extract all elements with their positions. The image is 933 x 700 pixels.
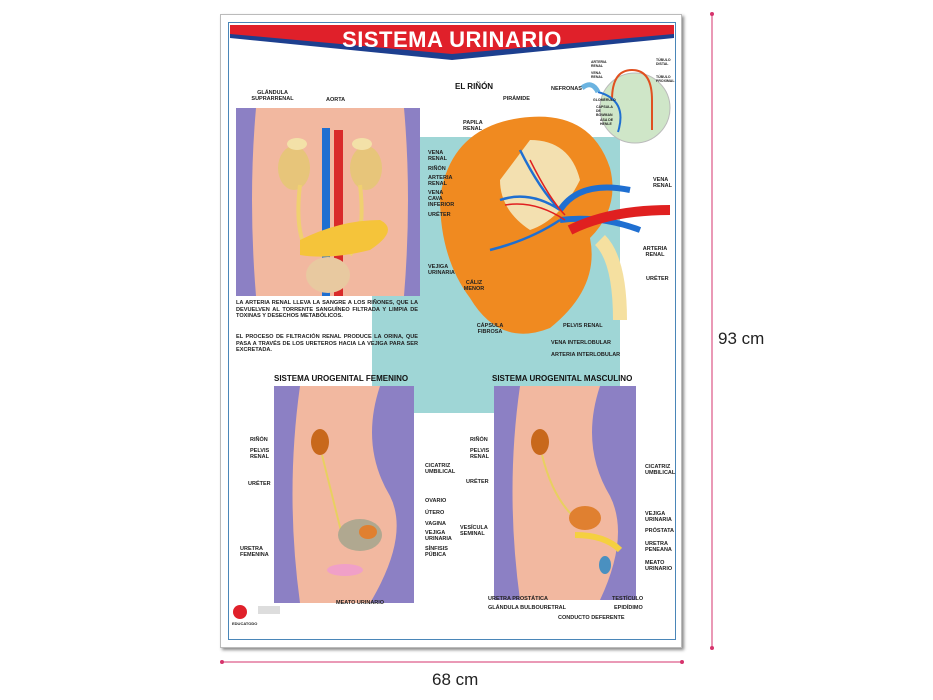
label-ureter: URÉTER <box>428 212 451 218</box>
poster-border <box>228 22 676 640</box>
male-bladder <box>569 506 601 530</box>
label-rinon: RIÑÓN <box>428 166 446 172</box>
label-glandula: GLÁNDULA SUPRARRENAL <box>251 90 294 102</box>
male-epididimo: EPIDÍDIMO <box>614 605 643 611</box>
male-meato: MEATO URINARIO <box>645 560 673 572</box>
male-ureter-shape <box>541 454 573 516</box>
ureter-shape <box>594 235 627 321</box>
nephron-vessel <box>597 91 622 133</box>
male-bulbouretral: GLÁNDULA BULBOURETRAL <box>488 605 567 611</box>
height-dimension: 93 cm <box>718 329 765 348</box>
female-vulva <box>327 564 363 576</box>
barcode <box>258 606 280 614</box>
female-pelvis: PELVIS RENAL <box>250 448 270 460</box>
veins <box>489 149 561 252</box>
publisher-name: EDUCATODO <box>232 621 258 626</box>
vena-cava <box>322 128 330 296</box>
bladder <box>306 257 350 293</box>
male-deferente: CONDUCTO DEFERENTE <box>558 615 625 621</box>
female-sinfisis: SÍNFISIS PÚBICA <box>425 546 448 558</box>
male-pelvis: PELVIS RENAL <box>470 448 490 460</box>
female-kidney <box>311 429 329 455</box>
left-kidney <box>278 146 310 190</box>
male-prostata: PRÓSTATA <box>645 528 675 534</box>
female-title: SISTEMA UROGENITAL FEMENINO <box>274 374 409 383</box>
label-vena-renal: VENA RENAL <box>428 150 447 162</box>
label-vejiga: VEJIGA URINARIA <box>428 264 455 276</box>
renal-artery-shape <box>567 205 671 235</box>
nephron-arteria: ARTERIA RENAL <box>591 60 607 68</box>
title-banner <box>230 25 674 54</box>
nephron-bowman: CÁPSULA DE BOWMAN <box>596 105 613 117</box>
male-kidney <box>531 429 549 455</box>
nephron-tubule <box>611 68 653 130</box>
female-bladder <box>359 525 377 539</box>
right-kidney <box>350 146 382 190</box>
label-vena-inter: VENA INTERLOBULAR <box>551 340 611 346</box>
label-kidney-arteria-renal: ARTERIA RENAL <box>642 246 668 258</box>
kidney-title: EL RIÑÓN <box>455 82 494 91</box>
arrow-icon <box>580 82 601 94</box>
paragraph-1: LA ARTERIA RENAL LLEVA LA SANGRE A LOS R… <box>236 300 418 320</box>
paragraph-2: EL PROCESO DE FILTRACIÓN RENAL PRODUCE L… <box>236 334 418 354</box>
male-urethra <box>574 532 623 553</box>
female-uretra: URETRA FEMENINA <box>240 546 269 558</box>
arteries <box>504 159 566 221</box>
nephron-proximal: TÚBULO PROXIMAL <box>656 75 675 83</box>
label-pelvis: PELVIS RENAL <box>563 323 603 329</box>
publisher-logo <box>233 605 247 619</box>
male-rinon: RIÑÓN <box>470 437 488 443</box>
label-arteria-renal: ARTERIA RENAL <box>428 175 453 187</box>
female-ureter: URÉTER <box>248 481 271 487</box>
intestine <box>300 220 388 257</box>
nephron-distal: TÚBULO DISTAL <box>656 58 671 66</box>
label-arteria-inter: ARTERIA INTERLOBULAR <box>551 352 621 358</box>
label-vena-cava: VENA CAVA INFERIOR <box>428 190 455 208</box>
male-title: SISTEMA UROGENITAL MASCULINO <box>492 374 633 383</box>
female-meato: MEATO URINARIO <box>336 600 385 606</box>
label-aorta: AORTA <box>326 97 346 103</box>
nephron-glomerulo: GLOMÉRULO <box>593 98 616 102</box>
right-adrenal <box>352 138 372 150</box>
label-nefronas: NEFRONAS <box>551 86 582 92</box>
label-papila: PAPILA RENAL <box>463 120 483 132</box>
poster-title: SISTEMA URINARIO <box>342 27 562 52</box>
male-vesicula: VESÍCULA SEMINAL <box>460 525 488 537</box>
width-dimension: 68 cm <box>432 670 479 689</box>
male-testicle <box>599 556 611 574</box>
left-adrenal <box>287 138 307 150</box>
male-testiculo: TESTÍCULO <box>612 596 644 602</box>
label-piramide: PIRÁMIDE <box>503 96 530 102</box>
male-uretra-prostatica: URETRA PROSTÁTICA <box>488 596 548 602</box>
nephron-henle: ASA DE HENLE <box>600 118 614 126</box>
female-utero: ÚTERO <box>425 510 445 516</box>
female-vagina: VAGINA <box>425 521 446 527</box>
label-capsula: CÁPSULA FIBROSA <box>476 323 504 335</box>
female-ureter-shape <box>321 454 343 536</box>
label-kidney-ureter: URÉTER <box>646 276 669 282</box>
label-kidney-vena-renal: VENA RENAL <box>653 177 672 189</box>
female-rinon: RIÑÓN <box>250 437 268 443</box>
abdomen-sides <box>236 108 420 296</box>
nephron-vena: VENA RENAL <box>591 71 604 79</box>
aorta <box>334 130 343 296</box>
male-uretra-peneana: URETRA PENEANA <box>645 541 672 553</box>
female-vejiga: VEJIGA URINARIA <box>425 530 452 542</box>
male-vejiga: VEJIGA URINARIA <box>645 511 672 523</box>
label-caliz: CÁLIZ MENOR <box>463 280 485 292</box>
female-ovario: OVARIO <box>425 498 447 504</box>
male-cicatriz: CICATRIZ UMBILICAL <box>645 464 676 476</box>
male-ureter: URÉTER <box>466 479 489 485</box>
female-cicatriz: CICATRIZ UMBILICAL <box>425 463 456 475</box>
